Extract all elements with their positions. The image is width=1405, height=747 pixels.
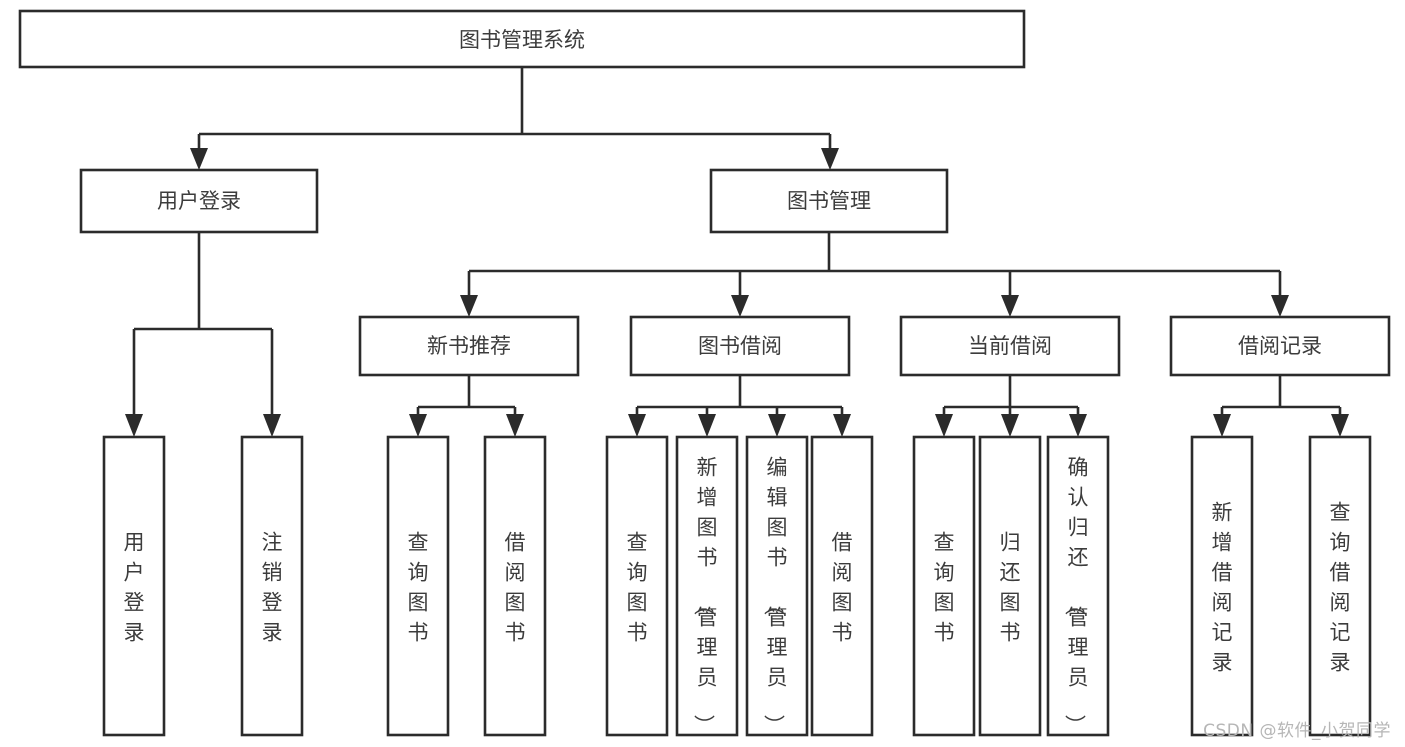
node-leaf-borrow-edit[interactable]: 编辑图书（管理员） — [745, 435, 809, 737]
node-user-login-box[interactable] — [79, 168, 319, 234]
node-leaf-recommend-query[interactable]: 查询图书 — [386, 435, 450, 737]
node-leaf-borrow-lend-label: 借阅图书 — [832, 530, 853, 644]
node-leaf-recommend-borrow-label: 借阅图书 — [505, 530, 526, 644]
node-borrow-record[interactable]: 借阅记录 — [1169, 315, 1391, 377]
node-root[interactable]: 图书管理系统 — [18, 9, 1026, 69]
node-leaf-user-login-label: 用户登录 — [124, 530, 145, 644]
node-leaf-borrow-query[interactable]: 查询图书 — [605, 435, 669, 737]
node-root-box[interactable] — [18, 9, 1026, 69]
node-current-borrow[interactable]: 当前借阅 — [899, 315, 1121, 377]
node-leaf-current-query[interactable]: 查询图书 — [912, 435, 976, 737]
node-leaf-borrow-add[interactable]: 新增图书（管理员） — [675, 435, 739, 737]
arrowhead-book-borrow — [731, 295, 749, 317]
arrowhead-leaf-recommend-borrow — [506, 414, 524, 437]
arrowhead-leaf-current-query — [935, 414, 953, 437]
node-leaf-current-return[interactable]: 归还图书 — [978, 435, 1042, 737]
node-book-manage-box[interactable] — [709, 168, 949, 234]
arrowhead-leaf-recommend-query — [409, 414, 427, 437]
node-leaf-current-confirm[interactable]: 确认归还（管理员） — [1046, 435, 1110, 737]
node-leaf-user-login[interactable]: 用户登录 — [102, 435, 166, 737]
connector-bookmanage-to-level3 — [467, 232, 1282, 299]
node-book-borrow[interactable]: 图书借阅 — [629, 315, 851, 377]
node-leaf-borrow-query-label: 查询图书 — [627, 530, 648, 644]
node-leaf-borrow-lend-box[interactable] — [810, 435, 874, 737]
node-leaf-borrow-lend[interactable]: 借阅图书 — [810, 435, 874, 737]
node-book-manage-label: 图书管理 — [787, 189, 871, 213]
arrowhead-new-book-recommend — [460, 295, 478, 317]
connector-bookborrow-to-leaves — [635, 375, 844, 418]
node-borrow-record-box[interactable] — [1169, 315, 1391, 377]
node-leaf-recommend-query-box[interactable] — [386, 435, 450, 737]
arrowhead-borrow-record — [1271, 295, 1289, 317]
arrowhead-leaf-current-return — [1001, 414, 1019, 437]
node-leaf-borrow-query-box[interactable] — [605, 435, 669, 737]
arrowhead-leaf-current-confirm — [1069, 414, 1087, 437]
node-leaf-borrow-edit-label: 编辑图书（管理员） — [762, 455, 788, 735]
arrowhead-leaf-borrow-add — [698, 414, 716, 437]
node-leaf-borrow-edit-box[interactable] — [745, 435, 809, 737]
connector-userlogin-to-leaves — [132, 232, 274, 418]
node-leaf-record-query[interactable]: 查询借阅记录 — [1308, 435, 1372, 737]
node-leaf-recommend-borrow[interactable]: 借阅图书 — [483, 435, 547, 737]
node-leaf-record-query-label: 查询借阅记录 — [1330, 500, 1351, 674]
node-root-label: 图书管理系统 — [459, 28, 585, 52]
node-leaf-record-query-box[interactable] — [1308, 435, 1372, 737]
node-leaf-recommend-query-label: 查询图书 — [408, 530, 429, 644]
connector-currentborrow-to-leaves — [942, 375, 1080, 418]
node-leaf-user-logout[interactable]: 注销登录 — [240, 435, 304, 737]
leaf-node-group: 用户登录 注销登录 查询图书 借阅图书 查询图书 新增图书（管理员） — [102, 435, 1372, 737]
arrowhead-leaf-borrow-query — [628, 414, 646, 437]
arrowhead-user-login — [190, 148, 208, 170]
arrowhead-book-manage — [821, 148, 839, 170]
node-current-borrow-box[interactable] — [899, 315, 1121, 377]
arrowhead-leaf-record-query — [1331, 414, 1349, 437]
connector-root-to-level2 — [197, 67, 832, 152]
node-book-borrow-label: 图书借阅 — [698, 334, 782, 358]
node-leaf-user-logout-box[interactable] — [240, 435, 304, 737]
node-leaf-current-query-box[interactable] — [912, 435, 976, 737]
node-leaf-current-query-label: 查询图书 — [934, 530, 955, 644]
arrowhead-leaf-borrow-lend — [833, 414, 851, 437]
node-leaf-recommend-borrow-box[interactable] — [483, 435, 547, 737]
node-borrow-record-label: 借阅记录 — [1238, 334, 1322, 358]
node-new-book-recommend[interactable]: 新书推荐 — [358, 315, 580, 377]
node-leaf-record-add[interactable]: 新增借阅记录 — [1190, 435, 1254, 737]
connector-layer — [125, 67, 1349, 437]
node-leaf-borrow-add-box[interactable] — [675, 435, 739, 737]
connector-recommend-to-leaves — [416, 375, 517, 418]
node-leaf-record-add-label: 新增借阅记录 — [1212, 500, 1233, 674]
node-current-borrow-label: 当前借阅 — [968, 334, 1052, 358]
node-leaf-current-return-box[interactable] — [978, 435, 1042, 737]
level2-node-group: 用户登录 图书管理 — [79, 168, 949, 234]
node-leaf-user-login-box[interactable] — [102, 435, 166, 737]
node-new-book-recommend-box[interactable] — [358, 315, 580, 377]
node-book-manage[interactable]: 图书管理 — [709, 168, 949, 234]
node-leaf-user-logout-label: 注销登录 — [262, 530, 283, 644]
level3-node-group: 新书推荐 图书借阅 当前借阅 借阅记录 — [358, 315, 1391, 377]
node-leaf-borrow-add-label: 新增图书（管理员） — [692, 455, 718, 735]
node-book-borrow-box[interactable] — [629, 315, 851, 377]
node-leaf-current-return-label: 归还图书 — [1000, 530, 1021, 644]
arrowhead-leaf-user-login — [125, 414, 143, 437]
arrowhead-leaf-record-add — [1213, 414, 1231, 437]
connector-borrowrecord-to-leaves — [1220, 375, 1342, 418]
node-leaf-current-confirm-label: 确认归还（管理员） — [1063, 455, 1089, 735]
arrowhead-leaf-borrow-edit — [768, 414, 786, 437]
arrowhead-leaf-user-logout — [263, 414, 281, 437]
node-leaf-current-confirm-box[interactable] — [1046, 435, 1110, 737]
node-leaf-record-add-box[interactable] — [1190, 435, 1254, 737]
node-user-login-label: 用户登录 — [157, 189, 241, 213]
arrowhead-current-borrow — [1001, 295, 1019, 317]
node-user-login[interactable]: 用户登录 — [79, 168, 319, 234]
node-new-book-recommend-label: 新书推荐 — [427, 334, 511, 358]
